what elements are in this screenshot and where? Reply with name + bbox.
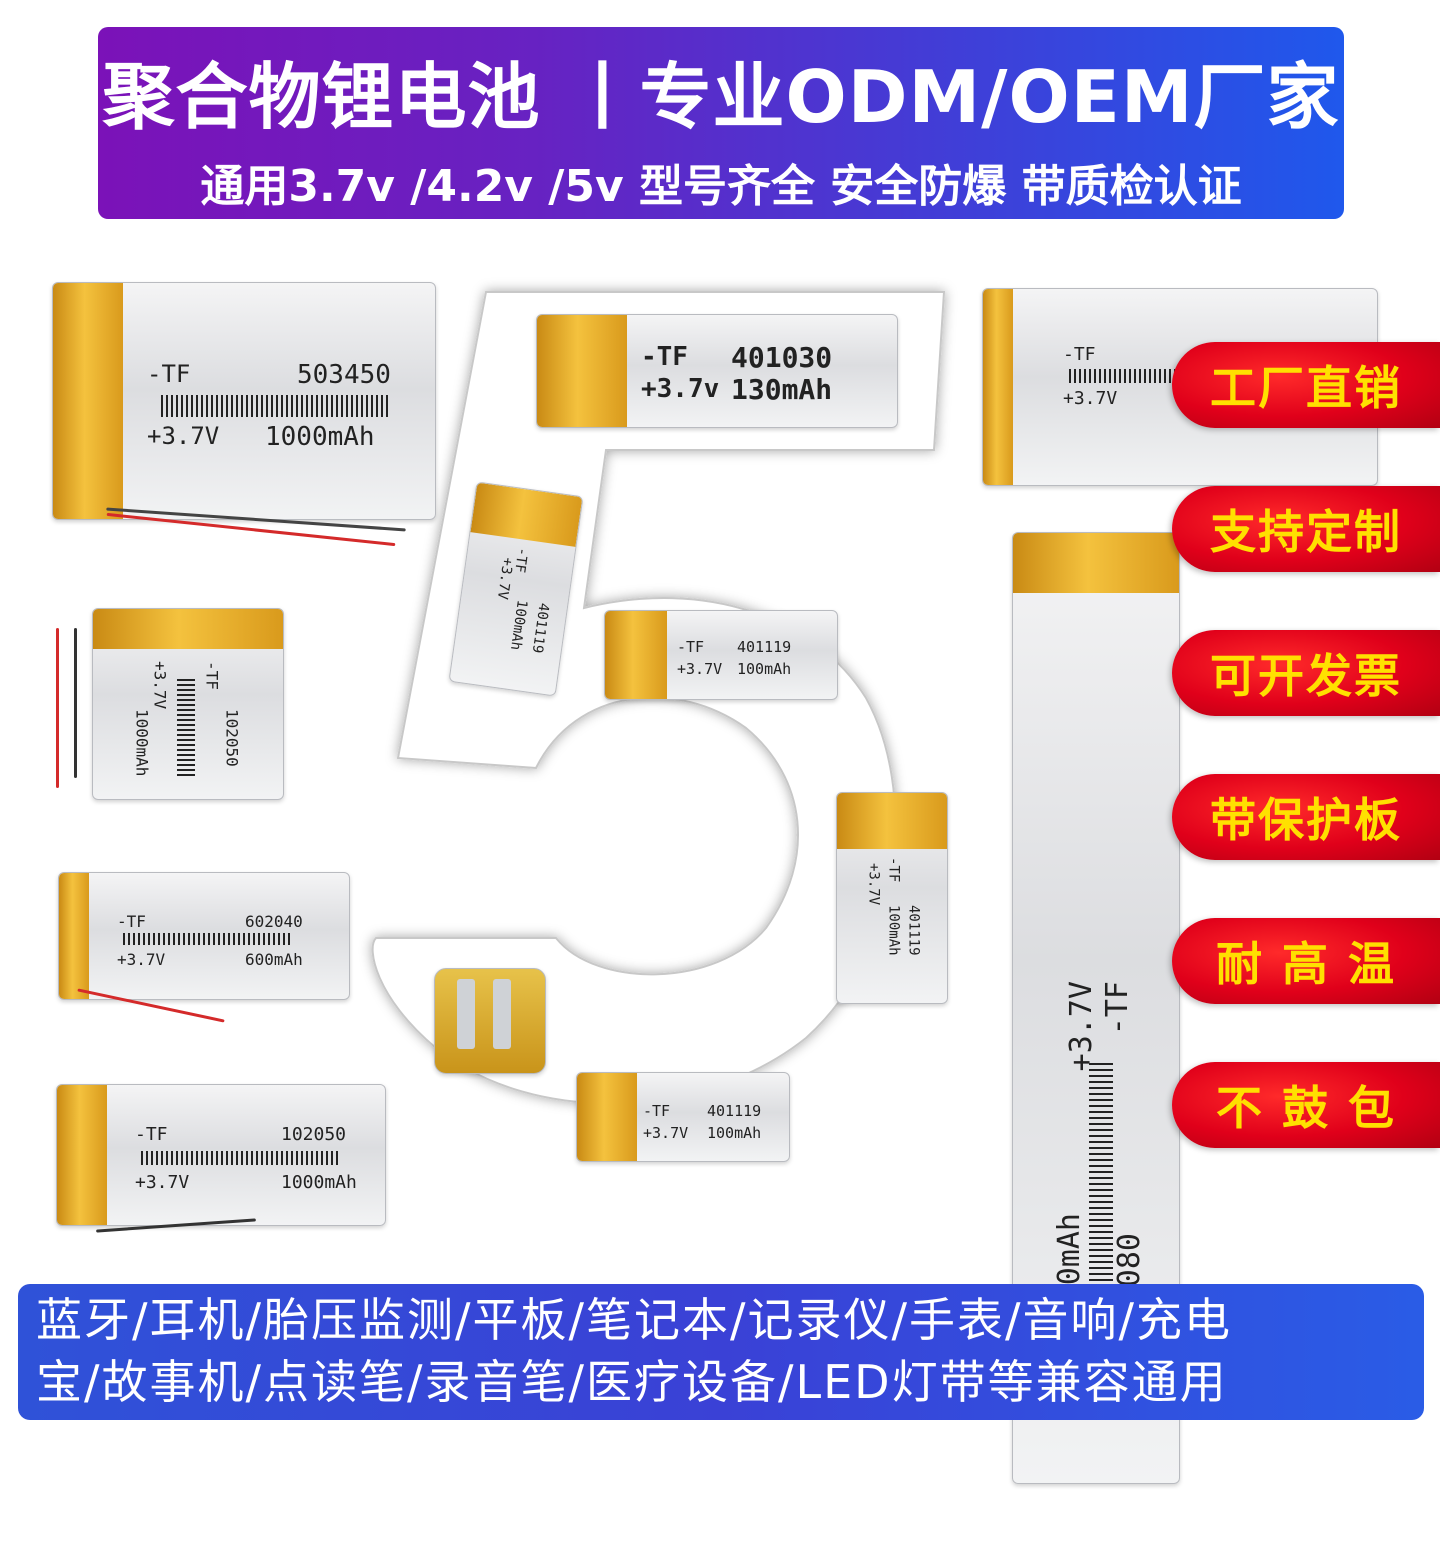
battery-brand: -TF — [641, 342, 688, 372]
battery-tab — [1013, 533, 1179, 593]
battery-voltage: +3.7V — [147, 422, 220, 450]
battery-capacity: 100mAh — [707, 1124, 762, 1142]
feature-protection-board: 带保护板 — [1172, 774, 1440, 860]
battery-capacity: 1000mAh — [265, 422, 375, 452]
battery-tab — [53, 283, 123, 519]
battery-brand: -TF — [677, 638, 705, 656]
battery-capacity: 1000mAh — [132, 709, 152, 777]
battery-brand: -TF — [117, 912, 146, 931]
battery-voltage: +3.7V — [643, 1124, 689, 1142]
battery-401119-bottom: -TF 401119 +3.7V 100mAh — [576, 1072, 790, 1162]
battery-model: 602040 — [245, 912, 303, 931]
battery-model: 102050 — [281, 1124, 347, 1145]
feature-customization: 支持定制 — [1172, 486, 1440, 572]
battery-tab — [537, 315, 627, 427]
battery-model: 503450 — [297, 360, 391, 390]
feature-factory-direct: 工厂直销 — [1172, 342, 1440, 428]
wire-red — [56, 628, 59, 788]
battery-mini-cell — [434, 968, 546, 1074]
battery-model: 401119 — [737, 638, 792, 656]
battery-capacity: 1000mAh — [281, 1172, 357, 1193]
battery-voltage: +3.7V — [1063, 388, 1118, 409]
battery-tab — [577, 1073, 637, 1161]
footer-line-1: 蓝牙/耳机/胎压监测/平板/笔记本/记录仪/手表/音响/充电 — [36, 1293, 1232, 1347]
battery-voltage: +3.7V — [1064, 981, 1099, 1072]
battery-tab — [59, 873, 89, 999]
barcode — [1069, 369, 1189, 383]
battery-401119-vertical: -TF +3.7V 401119 100mAh — [836, 792, 948, 1004]
battery-tab — [93, 609, 283, 649]
battery-102050-bottom: -TF 102050 +3.7V 1000mAh — [56, 1084, 386, 1226]
battery-voltage: +3.7V — [117, 950, 166, 969]
barcode — [1089, 1063, 1113, 1313]
battery-voltage: +3.7V — [865, 863, 882, 906]
battery-capacity: 600mAh — [245, 950, 303, 969]
battery-brand: -TF — [147, 360, 191, 388]
battery-voltage: +3.7V — [135, 1172, 190, 1193]
header-banner: 聚合物锂电池 丨专业ODM/OEM厂家 通用3.7v /4.2v /5v 型号齐… — [98, 27, 1344, 219]
footer-line-2: 宝/故事机/点读笔/录音笔/医疗设备/LED灯带等兼容通用 — [36, 1355, 1228, 1409]
feature-heat-resistant: 耐 高 温 — [1172, 918, 1440, 1004]
battery-voltage: +3.7v — [641, 374, 720, 404]
battery-brand: -TF — [135, 1124, 168, 1145]
battery-capacity: 130mAh — [731, 373, 833, 406]
battery-401119-center: -TF 401119 +3.7V 100mAh — [604, 610, 838, 700]
battery-401030: -TF 401030 +3.7v 130mAh — [536, 314, 898, 428]
battery-model: 401119 — [707, 1102, 762, 1120]
header-subtitle: 通用3.7v /4.2v /5v 型号齐全 安全防爆 带质检认证 — [200, 161, 1242, 212]
battery-tab — [57, 1085, 107, 1225]
battery-model: 102050 — [222, 709, 242, 767]
battery-model: 401119 — [905, 905, 922, 956]
battery-brand: -TF — [885, 857, 902, 883]
battery-tab — [605, 611, 667, 699]
footer-banner: 蓝牙/耳机/胎压监测/平板/笔记本/记录仪/手表/音响/充电 宝/故事机/点读笔… — [18, 1284, 1424, 1420]
battery-102050-vertical: +3.7V -TF 1000mAh 102050 — [92, 608, 284, 800]
battery-capacity: 100mAh — [737, 660, 792, 678]
header-title: 聚合物锂电池 丨专业ODM/OEM厂家 — [102, 55, 1340, 139]
feature-no-swelling: 不 鼓 包 — [1172, 1062, 1440, 1148]
battery-503450: -TF 503450 +3.7V 1000mAh — [52, 282, 436, 520]
wire-black — [74, 628, 77, 778]
battery-brand: -TF — [643, 1102, 671, 1120]
battery-tab — [983, 289, 1013, 485]
battery-602040: -TF 602040 +3.7V 600mAh — [58, 872, 350, 1000]
barcode — [177, 679, 195, 779]
barcode — [161, 395, 391, 417]
battery-brand: -TF — [1063, 344, 1096, 365]
battery-tab — [837, 793, 947, 849]
battery-capacity: 100mAh — [885, 905, 902, 956]
battery-brand: -TF — [1100, 981, 1135, 1036]
battery-model: 401030 — [731, 341, 833, 374]
barcode — [141, 1151, 341, 1165]
battery-brand: -TF — [202, 661, 222, 690]
feature-invoice: 可开发票 — [1172, 630, 1440, 716]
battery-voltage: +3.7V — [150, 661, 170, 710]
barcode — [123, 933, 293, 945]
battery-voltage: +3.7V — [677, 660, 723, 678]
